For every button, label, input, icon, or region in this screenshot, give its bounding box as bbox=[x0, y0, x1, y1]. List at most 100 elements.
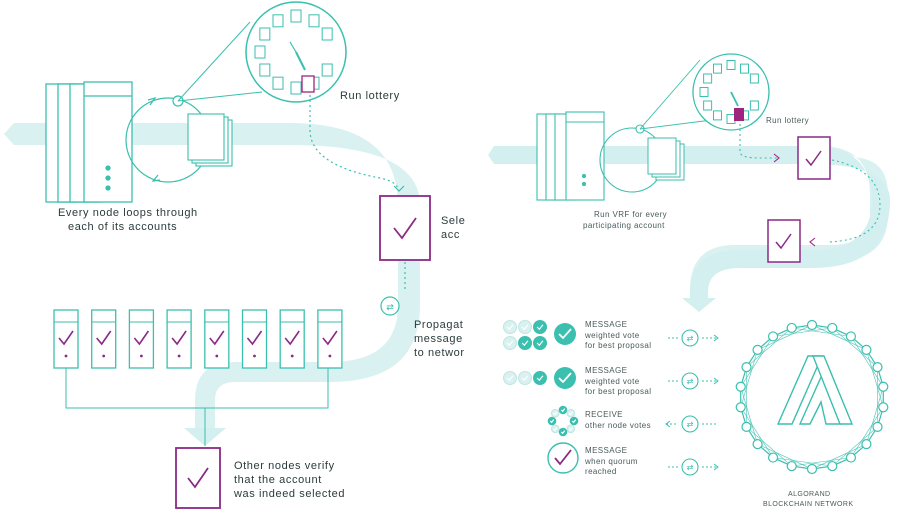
network-link bbox=[746, 327, 792, 368]
vote-check bbox=[560, 430, 566, 435]
lottery-slot bbox=[749, 100, 759, 111]
lottery-slot bbox=[308, 14, 320, 28]
propagate-glyph: ⇄ bbox=[687, 334, 694, 343]
network-link bbox=[850, 407, 884, 458]
dotted-arrow-left-1 bbox=[393, 185, 405, 192]
step-2-line2: for best proposal bbox=[585, 387, 652, 396]
verifier-check bbox=[322, 330, 338, 346]
vote-circle bbox=[503, 371, 517, 385]
step-3-title: RECEIVE bbox=[585, 410, 623, 419]
network-link bbox=[773, 327, 833, 337]
verifier-card bbox=[166, 309, 192, 369]
lottery-slot bbox=[703, 73, 713, 84]
verifier-check bbox=[246, 330, 263, 346]
run-lottery-label-right: Run lottery bbox=[766, 116, 810, 125]
network-link bbox=[740, 386, 758, 445]
network-link bbox=[746, 426, 792, 467]
lottery-slot bbox=[726, 60, 736, 70]
dotted-arrow-right-1 bbox=[773, 153, 780, 163]
selected-card-right-1 bbox=[797, 136, 831, 180]
lottery-slot bbox=[259, 63, 271, 77]
verifier-bracket bbox=[65, 368, 329, 409]
network-node bbox=[878, 402, 889, 413]
network-node bbox=[845, 331, 857, 342]
vote-check bbox=[506, 324, 514, 331]
network-node bbox=[741, 361, 752, 373]
network-link bbox=[811, 443, 867, 470]
selected-label-1: Sele bbox=[441, 215, 466, 227]
selected-label-2: acc bbox=[441, 229, 460, 241]
flow-band-left-tail bbox=[0, 123, 14, 145]
vote-big bbox=[554, 367, 576, 389]
vote-check bbox=[553, 427, 558, 432]
vote-check bbox=[521, 324, 529, 331]
verifier-dot bbox=[102, 354, 106, 358]
network-link bbox=[757, 324, 813, 351]
lottery-slot bbox=[259, 27, 271, 41]
verify-card bbox=[175, 447, 221, 509]
propagate-icon-left bbox=[380, 296, 400, 316]
network-node bbox=[752, 439, 763, 450]
verifier-card bbox=[204, 309, 230, 369]
vote-quorum-check bbox=[554, 449, 572, 466]
verifier-check bbox=[284, 330, 300, 346]
lottery-needle-left bbox=[295, 51, 306, 71]
arrow bbox=[713, 334, 719, 342]
algorand-network-ring bbox=[735, 319, 889, 475]
lottery-slot bbox=[290, 9, 302, 23]
zoom-line-right-a bbox=[639, 59, 701, 130]
lottery-selected-slot-right bbox=[734, 108, 744, 121]
network-link bbox=[866, 349, 884, 408]
lottery-needle-left-b bbox=[289, 41, 297, 53]
propagate-label-2: message bbox=[414, 333, 463, 345]
step-3-line1: other node votes bbox=[585, 421, 651, 430]
vote-circle bbox=[503, 336, 517, 350]
propagate-glyph: ⇄ bbox=[687, 377, 694, 386]
network-node bbox=[786, 322, 797, 334]
vote-check bbox=[568, 411, 573, 416]
lottery-slot bbox=[272, 76, 284, 90]
lottery-slot bbox=[321, 27, 333, 41]
network-node bbox=[806, 463, 818, 475]
zoom-line-left-a bbox=[177, 21, 251, 102]
verifier-check bbox=[133, 330, 150, 346]
selected-card-right-2 bbox=[767, 219, 801, 263]
arrow bbox=[713, 377, 719, 385]
vote-circle bbox=[518, 336, 532, 350]
vote-steps: ⇄⇄⇄⇄ bbox=[503, 320, 719, 476]
vote-circle bbox=[518, 320, 532, 334]
verifier-dot bbox=[64, 354, 68, 358]
lottery-slot bbox=[703, 100, 713, 111]
lottery-slot bbox=[272, 14, 284, 28]
vote-circle bbox=[518, 371, 532, 385]
document-stack-right bbox=[647, 137, 685, 181]
network-node bbox=[786, 460, 797, 472]
network-node bbox=[872, 421, 883, 433]
network-link bbox=[740, 407, 774, 458]
network-link bbox=[832, 327, 878, 368]
step-1-title: MESSAGE bbox=[585, 320, 628, 329]
verifier-card bbox=[128, 309, 155, 369]
vote-check bbox=[553, 411, 558, 416]
dotted-path-left-1 bbox=[309, 95, 399, 191]
verifier-card-row bbox=[53, 309, 343, 369]
propagate-label-3: to networ bbox=[414, 347, 465, 359]
verifier-check bbox=[209, 330, 225, 346]
arrow bbox=[665, 420, 671, 428]
network-link bbox=[832, 426, 878, 467]
network-node bbox=[827, 322, 838, 334]
vote-check bbox=[571, 419, 577, 424]
vote-circle bbox=[533, 371, 547, 385]
server-stack-left bbox=[45, 81, 133, 203]
step-1-line2: for best proposal bbox=[585, 341, 652, 350]
verifier-card bbox=[91, 309, 117, 369]
lottery-slot bbox=[713, 110, 722, 121]
verify-label-1: Other nodes verify bbox=[234, 460, 335, 472]
vote-check bbox=[549, 419, 555, 424]
lottery-slot bbox=[699, 87, 709, 97]
loop-arrow-left bbox=[147, 96, 157, 106]
network-label-1: ALGORAND bbox=[788, 491, 831, 498]
document-stack-left bbox=[187, 113, 233, 167]
network-node bbox=[827, 460, 838, 472]
